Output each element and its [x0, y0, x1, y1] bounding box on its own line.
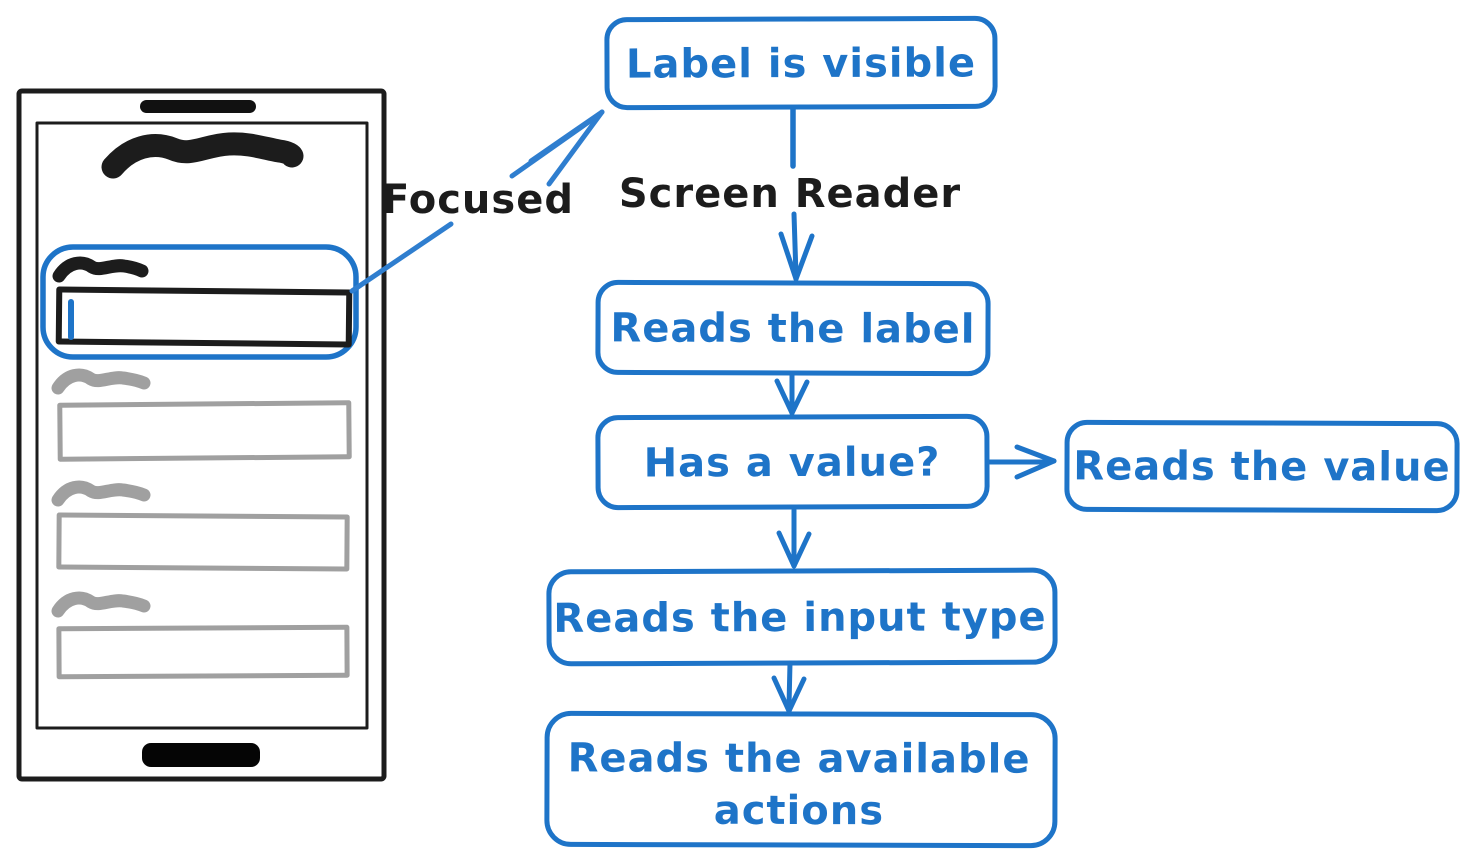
arrowhead-icon: [528, 109, 605, 164]
node-box: [544, 710, 1058, 849]
text-input-box[interactable]: [55, 286, 353, 348]
node-label: Reads the value: [1073, 443, 1450, 490]
focused-arrow: [349, 109, 605, 294]
flow-node-has-a-value: Has a value?: [595, 413, 990, 511]
flow-node-reads-the-input-type: Reads the input type: [546, 567, 1058, 667]
arrow-down: [776, 507, 812, 569]
arrowhead-icon: [546, 109, 605, 187]
node-label-line2: actions: [714, 788, 884, 834]
node-box: [595, 413, 990, 511]
form-field: [51, 591, 350, 680]
phone-frame: [16, 88, 387, 782]
arrowhead-icon: [789, 379, 810, 416]
text-input-box[interactable]: [56, 512, 350, 572]
node-label: Reads the label: [610, 305, 975, 352]
field-label-scribble: [51, 480, 151, 507]
arrowhead-icon: [1014, 458, 1057, 480]
node-label-line1: Reads the available: [568, 735, 1031, 782]
arrowhead-icon: [774, 378, 795, 416]
arrowhead-icon: [793, 233, 815, 282]
node-label: Reads the input type: [553, 594, 1046, 642]
arrowhead-icon: [776, 530, 797, 569]
field-label-scribble: [51, 591, 151, 618]
node-label: Label is visible: [626, 40, 976, 87]
flow-node-label-is-visible: Label is visible: [604, 15, 998, 111]
node-label: Has a value?: [644, 439, 941, 486]
arrow-shaft: [786, 660, 793, 709]
arrowhead-icon: [791, 531, 812, 569]
arrow-shaft: [349, 221, 454, 294]
arrow-down: [778, 211, 815, 282]
focus-ring: [40, 244, 359, 360]
arrowhead-icon: [771, 675, 792, 714]
page-title-scribble: [101, 132, 304, 179]
arrow-down: [771, 660, 807, 714]
text-input-box[interactable]: [56, 624, 350, 680]
node-box: [1064, 419, 1460, 514]
arrowhead-icon: [786, 676, 807, 714]
form-field: [51, 480, 350, 572]
arrowhead-icon: [778, 231, 799, 282]
field-label-scribble: [52, 256, 149, 283]
field-label-scribble: [51, 368, 151, 395]
node-box: [546, 567, 1058, 667]
focused-form-field: [40, 244, 359, 360]
flow-node-reads-the-value: Reads the value: [1064, 419, 1460, 514]
node-box: [604, 15, 998, 111]
flow-node-reads-the-label: Reads the label: [595, 279, 991, 377]
form-field: [51, 368, 352, 462]
phone-mockup: [16, 88, 387, 782]
arrowhead-icon: [1014, 444, 1057, 464]
focused-label: Focused: [382, 177, 574, 223]
speaker-bar-icon: [140, 100, 256, 113]
screen-reader-label: Screen Reader: [619, 171, 961, 217]
home-button-icon: [142, 743, 260, 767]
arrow-down: [774, 372, 810, 416]
arrow-shaft: [791, 211, 799, 279]
flow-node-reads-the-available-actions: Reads the available actions: [544, 710, 1058, 849]
flowchart: Label is visible Screen Reader Reads the…: [544, 15, 1460, 849]
text-input-box[interactable]: [57, 400, 352, 462]
phone-screen: [35, 121, 369, 730]
arrow-right: [987, 444, 1057, 480]
